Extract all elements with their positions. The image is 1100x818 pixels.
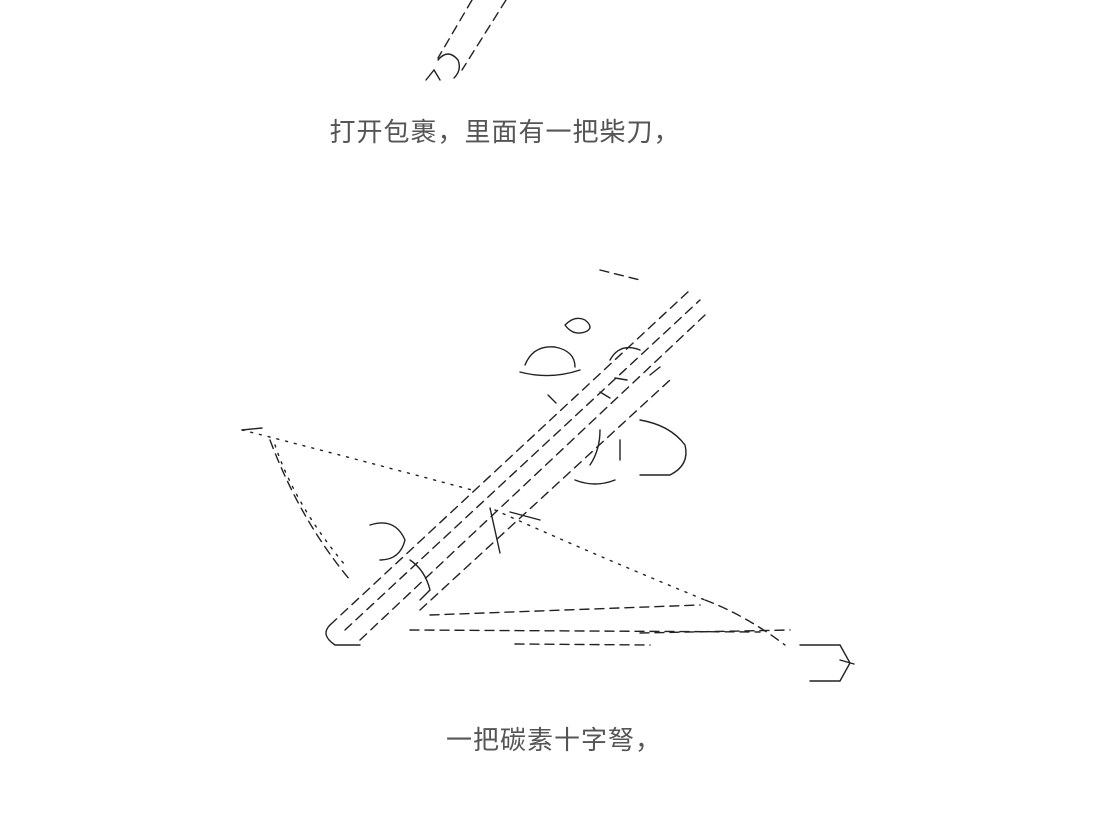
- narration-caption-package: 打开包裹，里面有一把柴刀，: [329, 118, 681, 148]
- crossbow-art: [241, 269, 855, 682]
- narration-caption-crossbow: 一把碳素十字弩，: [445, 726, 662, 756]
- knife-handle-lines: [425, 0, 507, 81]
